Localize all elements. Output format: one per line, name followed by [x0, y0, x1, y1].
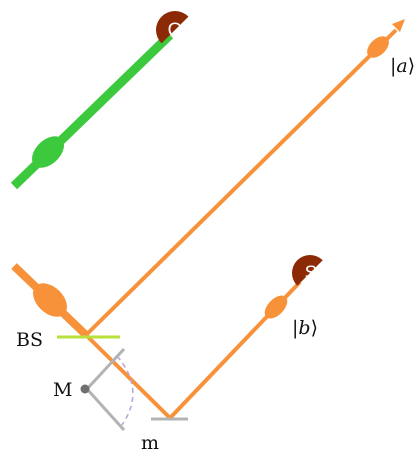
ket-a-label: |a⟩	[390, 55, 415, 77]
fixed-mirror-label: m	[141, 432, 159, 454]
beam-a	[84, 28, 398, 337]
mirror-pivot	[80, 384, 90, 394]
arrowhead-icon	[392, 19, 405, 32]
detector-s	[292, 255, 323, 286]
incoming-wavepacket-icon	[33, 283, 67, 317]
detector-q	[156, 11, 189, 44]
beam-splitter-label: BS	[16, 329, 43, 351]
detector-q-label: Q	[168, 20, 183, 41]
ket-b-label: |b⟩	[292, 317, 318, 339]
movable-mirror	[84, 347, 126, 432]
rotation-arc	[116, 355, 134, 426]
detector-half-disc-icon	[292, 255, 323, 286]
beam-b-wavepacket-icon	[264, 295, 288, 319]
beam-to-fixed-mirror	[84, 333, 172, 420]
detector-half-disc-icon	[156, 11, 189, 44]
detector-s-label: S	[305, 263, 318, 284]
green-wavepacket-icon	[31, 136, 65, 168]
beam-a-wavepacket-icon	[367, 36, 389, 58]
movable-mirror-label: M	[53, 379, 72, 401]
